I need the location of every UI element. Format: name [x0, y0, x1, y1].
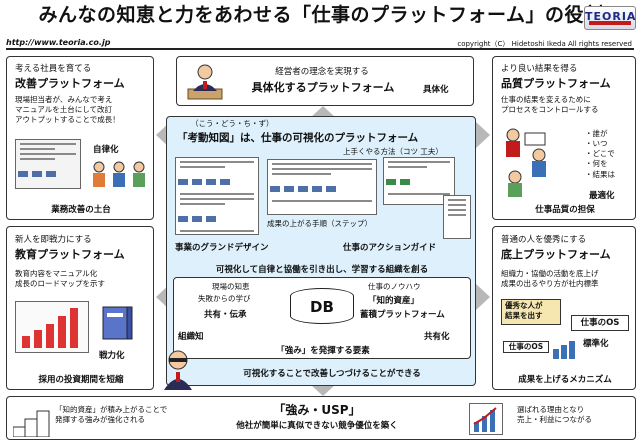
manual-thumbnail — [15, 139, 81, 189]
mid-right-line1: 普通の人を優秀にする — [501, 235, 587, 245]
action-guide-doc — [267, 159, 377, 215]
db-bottom-label: 「強み」を発揮する要素 — [276, 346, 370, 356]
bottom-bar: 「知的資産」が積み上がることで 発揮する強みが強化される 「強み・USP」 他社… — [6, 396, 636, 440]
mid-left-panel: 新人を即戦力にする 教育プラットフォーム 教育内容をマニュアル化 成長のロードマ… — [6, 226, 154, 390]
center-right-label: 仕事のアクションガイド — [343, 243, 437, 253]
db-box: 現場の知恵 失敗からの学び 共有・伝承 DB 仕事のノウハウ 「知的資産」 蓄積… — [173, 277, 471, 359]
bottom-right-text: 選ばれる理由となり 売上・利益につながる — [517, 405, 592, 425]
header-divider — [6, 48, 634, 50]
mid-left-line1: 新人を即戦力にする — [15, 235, 92, 245]
center-bottom-line: 可視化することで改善しつづけることができる — [243, 369, 421, 379]
bottom-title2: 他社が簡単に真似できない競争優位を築く — [236, 421, 398, 431]
work-os-tag-small: 仕事のOS — [503, 341, 549, 353]
steps-doc — [443, 195, 471, 239]
top-right-bottom-label: 仕事品質の担保 — [535, 205, 595, 215]
center-ruby: （こう・どう・ち・ず） — [191, 119, 274, 128]
arrow-to-top-center — [310, 106, 336, 118]
presenter-person-icon — [160, 348, 196, 390]
arrow-to-bottom-bar — [310, 384, 336, 396]
copyright-text: copyright（C） Hidetoshi Ikeda All rights … — [457, 40, 632, 48]
bottom-left-text: 「知的資産」が積み上がることで 発揮する強みが強化される — [55, 405, 168, 425]
db-left1: 現場の知恵 — [212, 282, 250, 291]
mid-left-bottom-label: 採用の投資期間を短縮 — [38, 375, 124, 385]
db-bottom-right: 共有化 — [424, 332, 450, 342]
top-center-line1: 経営者の理念を実現する — [275, 67, 369, 77]
mid-left-desc: 教育内容をマニュアル化 成長のロードマップを示す — [15, 269, 105, 289]
top-right-line1: より良い結果を得る — [501, 64, 578, 74]
center-caption-steps: 成果の上がる手順（ステップ） — [267, 219, 372, 228]
sales-chart-icon — [469, 403, 503, 435]
excellent-person-tag: 優秀な人が 結果を出す — [501, 299, 561, 325]
db-bottom-left: 組織知 — [178, 332, 204, 342]
db-cylinder: DB — [290, 288, 354, 324]
top-center-side-label: 具体化 — [423, 85, 449, 95]
page-title: みんなの知恵と力をあわせる「仕事のプラットフォーム」の役割 — [38, 4, 604, 26]
baseline-lift-icon — [551, 335, 577, 359]
top-right-line2: 品質プラットフォーム — [501, 77, 611, 90]
top-left-line2: 改善プラットフォーム — [15, 77, 125, 90]
top-left-panel: 考える社員を育てる 改善プラットフォーム 現場担当者が、みんなで考え マニュアル… — [6, 56, 154, 220]
url-text: http://www.teoria.co.jp — [6, 38, 111, 47]
arrow-to-top-right — [476, 122, 490, 148]
team-people-icon — [89, 159, 149, 191]
db-left3: 共有・伝承 — [204, 310, 247, 320]
db-right2: 「知的資産」 — [368, 296, 420, 306]
mid-left-side-label: 戦力化 — [99, 351, 125, 361]
teoria-logo: TEORIA — [584, 6, 636, 30]
top-right-side-label: 最適化 — [589, 191, 615, 201]
growth-chart-icon — [15, 301, 89, 353]
worker-flow-icon — [499, 125, 559, 199]
db-left2: 失敗からの学び — [198, 294, 251, 303]
mid-right-line2: 底上プラットフォーム — [501, 248, 611, 261]
mid-right-panel: 普通の人を優秀にする 底上プラットフォーム 組織力・協働の活動を底上げ 成果の出… — [492, 226, 636, 390]
work-os-tag-large: 仕事のOS — [571, 315, 629, 331]
arrow-to-mid-right — [476, 284, 490, 310]
top-center-line2: 具体化するプラットフォーム — [251, 81, 395, 94]
bottom-title1: 「強み・USP」 — [273, 403, 361, 417]
mid-right-desc: 組織力・協働の活動を底上げ 成果の出るやり方が社内標準 — [501, 269, 599, 289]
top-right-panel: より良い結果を得る 品質プラットフォーム 仕事の結果を変えるために プロセスをコ… — [492, 56, 636, 220]
top-right-desc: 仕事の結果を変えるために プロセスをコントロールする — [501, 95, 599, 115]
mid-right-side-label: 標準化 — [583, 339, 609, 349]
center-caption-right: 上手くやる方法（コツ 工夫） — [343, 147, 443, 156]
top-right-list: ・誰が ・いつ ・どこで ・何を ・結果は — [585, 129, 615, 179]
mid-left-line2: 教育プラットフォーム — [15, 248, 125, 261]
center-left-label: 事業のグランドデザイン — [175, 243, 269, 253]
mid-right-bottom-label: 成果を上げるメカニズム — [518, 375, 612, 385]
top-left-side-label: 自律化 — [93, 145, 119, 155]
binder-book-icon — [99, 303, 135, 343]
top-left-line1: 考える社員を育てる — [15, 64, 92, 74]
db-right1: 仕事のノウハウ — [368, 282, 421, 291]
top-center-panel: 経営者の理念を実現する 具体化するプラットフォーム 具体化 — [176, 56, 474, 106]
center-panel: （こう・どう・ち・ず） 「考動知図」は、仕事の可視化のプラットフォーム 上手くや… — [166, 116, 476, 386]
manager-person-icon — [185, 61, 225, 101]
top-left-desc: 現場担当者が、みんなで考え マニュアルを土台にして改訂 アウトプットすることで成… — [15, 95, 120, 125]
db-right3: 蓄積プラットフォーム — [360, 310, 445, 320]
grand-design-doc — [175, 157, 259, 235]
top-left-bottom-label: 業務改善の土台 — [51, 205, 111, 215]
center-mid-line: 可視化して自律と協働を引き出し、学習する組織を創る — [215, 265, 429, 275]
stair-steps-icon — [12, 405, 57, 438]
center-headline: 「考動知図」は、仕事の可視化のプラットフォーム — [177, 132, 419, 144]
